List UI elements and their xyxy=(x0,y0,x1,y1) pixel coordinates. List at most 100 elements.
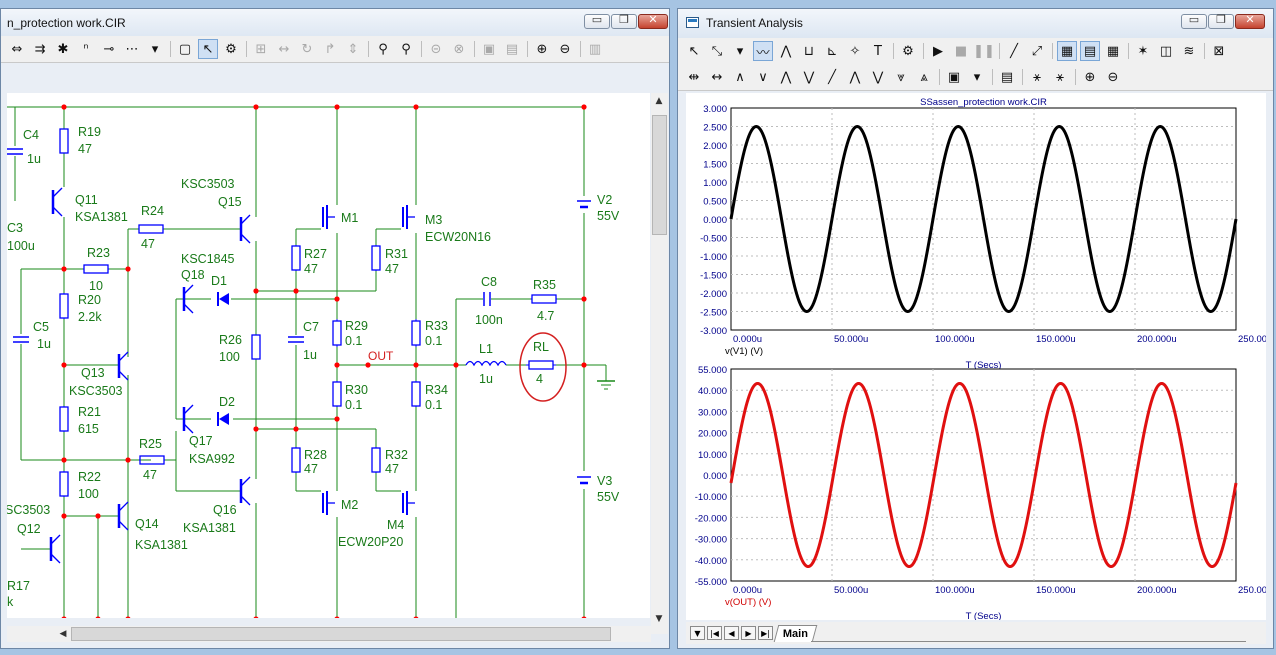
find-icon[interactable]: ⚲ xyxy=(378,41,388,57)
flip-vertical-icon[interactable]: ⇕ xyxy=(347,41,359,57)
tab-last-button[interactable]: ▶| xyxy=(758,626,773,640)
tab-next-button[interactable]: ▶ xyxy=(741,626,756,640)
find-next-icon[interactable]: ⚲ xyxy=(401,41,411,57)
minimize-button[interactable]: ▭ xyxy=(584,13,610,29)
minimize-button[interactable]: ▭ xyxy=(1181,13,1207,29)
trace-icon[interactable]: 〰 xyxy=(753,41,773,61)
tab-scroll-down-button[interactable]: ▼ xyxy=(690,626,705,640)
cursor-mode-icon[interactable]: ⚹ xyxy=(1033,69,1041,85)
toolbar-separator xyxy=(246,41,247,57)
schematic-titlebar[interactable]: n_protection work.CIR ▭ ❐ ✕ xyxy=(1,9,669,39)
grid-fine-icon[interactable]: ▦ xyxy=(1057,41,1077,61)
arrow-icon[interactable]: ⤢ xyxy=(1031,43,1043,59)
wire-mode-icon[interactable]: ⇔ xyxy=(11,41,23,57)
top-icon[interactable]: ⩓ xyxy=(920,69,928,85)
close-button[interactable]: ✕ xyxy=(638,13,668,29)
zoom-out-icon[interactable]: ⊖ xyxy=(559,41,571,57)
rl-resistor xyxy=(528,360,554,370)
pause-icon[interactable]: ❚❚ xyxy=(973,43,995,59)
camera-icon[interactable]: ▥ xyxy=(588,41,602,57)
hscroll-thumb[interactable] xyxy=(71,627,611,641)
restore-button[interactable]: ❐ xyxy=(1208,13,1234,29)
close-plot-icon[interactable]: ⊠ xyxy=(1213,43,1225,59)
text-icon[interactable]: T xyxy=(874,43,882,59)
valley-icon[interactable]: ⊔ xyxy=(803,43,815,59)
close-button[interactable]: ✕ xyxy=(1235,13,1265,29)
zoom-in-icon[interactable]: ⊕ xyxy=(1084,69,1096,85)
junction-node xyxy=(581,296,587,302)
q13-transistor-emitter xyxy=(118,370,129,381)
scroll-thumb[interactable] xyxy=(652,115,667,235)
tab-first-button[interactable]: |◀ xyxy=(707,626,722,640)
data-points-icon[interactable]: ▣ xyxy=(947,69,961,85)
plot-1: 3.0002.5002.0001.5001.0000.5000.000-0.50… xyxy=(700,97,1266,371)
next-high-icon[interactable]: ⋀ xyxy=(780,69,792,85)
tokens-icon[interactable]: ▤ xyxy=(1000,69,1014,85)
copy-icon[interactable]: ▣ xyxy=(482,41,496,57)
schematic-vertical-scrollbar[interactable]: ▲ ▼ xyxy=(651,93,668,634)
zoom-out-icon[interactable]: ⊖ xyxy=(1107,69,1119,85)
info-icon[interactable]: ⊝ xyxy=(430,41,442,57)
restore-button[interactable]: ❐ xyxy=(611,13,637,29)
q18-transistor-emitter xyxy=(183,303,194,314)
scroll-left-button[interactable]: ◀ xyxy=(55,626,71,642)
node-number-icon[interactable]: ⁿ xyxy=(83,41,89,57)
tab-prev-button[interactable]: ◀ xyxy=(724,626,739,640)
cursor-mode-2-icon[interactable]: ⚹ xyxy=(1056,69,1064,85)
slope-icon[interactable]: ⊾ xyxy=(826,43,838,59)
paste-icon[interactable]: ▤ xyxy=(505,41,519,57)
waveform-icon[interactable]: ≋ xyxy=(1183,43,1195,59)
cursor-prev-icon[interactable]: ↔ xyxy=(711,69,723,85)
grid-dropdown-icon[interactable]: ▾ xyxy=(151,41,159,57)
mirror-icon[interactable]: ↔ xyxy=(278,41,290,57)
tab-main[interactable]: Main xyxy=(773,625,818,642)
flip-icon[interactable]: ↱ xyxy=(324,41,336,57)
next-low-icon[interactable]: ⋁ xyxy=(803,69,815,85)
page-icon[interactable]: ▢ xyxy=(178,41,192,57)
cursor-next-icon[interactable]: ⇹ xyxy=(688,69,700,85)
r19-name-label: R19 xyxy=(78,125,101,139)
pin-icon[interactable]: ⊸ xyxy=(103,41,115,57)
stop-icon[interactable]: ■ xyxy=(954,43,968,59)
peak-icon[interactable]: ⋀ xyxy=(780,43,792,59)
next-peak-icon[interactable]: ∧ xyxy=(735,69,745,85)
toolbar-separator xyxy=(893,43,894,59)
analysis-titlebar[interactable]: Transient Analysis ▭ ❐ ✕ xyxy=(678,9,1273,39)
line-icon[interactable]: ╱ xyxy=(1010,43,1018,59)
grid-minor-icon[interactable]: ▦ xyxy=(1106,43,1120,59)
scroll-down-button[interactable]: ▼ xyxy=(651,611,667,627)
grid-major-icon[interactable]: ▤ xyxy=(1080,41,1100,61)
select-icon[interactable]: ↖ xyxy=(198,39,218,59)
global-low-icon[interactable]: ⋁ xyxy=(872,69,884,85)
y-tick-label: 20.000 xyxy=(698,429,727,440)
stop-icon[interactable]: ⊗ xyxy=(453,41,465,57)
y-tick-label: 55.000 xyxy=(698,365,727,376)
flag-icon[interactable]: ✱ xyxy=(57,41,69,57)
tag-icon[interactable]: ✧ xyxy=(849,43,861,59)
scale-dropdown-icon[interactable]: ▾ xyxy=(736,43,744,59)
schematic-horizontal-scrollbar[interactable]: ◀ xyxy=(7,626,651,642)
group-icon[interactable]: ⊞ xyxy=(255,41,267,57)
next-slope-icon[interactable]: ╱ xyxy=(828,69,836,85)
scroll-up-button[interactable]: ▲ xyxy=(651,93,667,109)
properties-icon[interactable]: ⚙ xyxy=(225,41,237,57)
select-icon[interactable]: ↖ xyxy=(688,43,700,59)
global-high-icon[interactable]: ⩔ xyxy=(897,69,905,85)
plot-split-icon[interactable]: ◫ xyxy=(1159,43,1173,59)
inflection-icon[interactable]: ⋀ xyxy=(849,69,861,85)
bus-icon[interactable]: ⇉ xyxy=(34,41,46,57)
data-dropdown-icon[interactable]: ▾ xyxy=(973,69,981,85)
scale-icon[interactable]: ⤡ xyxy=(711,43,723,59)
q11-transistor-emitter xyxy=(52,206,63,217)
junction-node xyxy=(253,426,259,432)
next-valley-icon[interactable]: ∨ xyxy=(758,69,768,85)
properties-icon[interactable]: ⚙ xyxy=(902,43,914,59)
zoom-in-icon[interactable]: ⊕ xyxy=(536,41,548,57)
grid-icon[interactable]: ⋯ xyxy=(125,41,139,57)
toolbar-separator xyxy=(992,69,993,85)
rotate-icon[interactable]: ↻ xyxy=(301,41,313,57)
run-icon[interactable]: ▶ xyxy=(933,43,943,59)
cursor-icon[interactable]: ✶ xyxy=(1137,43,1149,59)
